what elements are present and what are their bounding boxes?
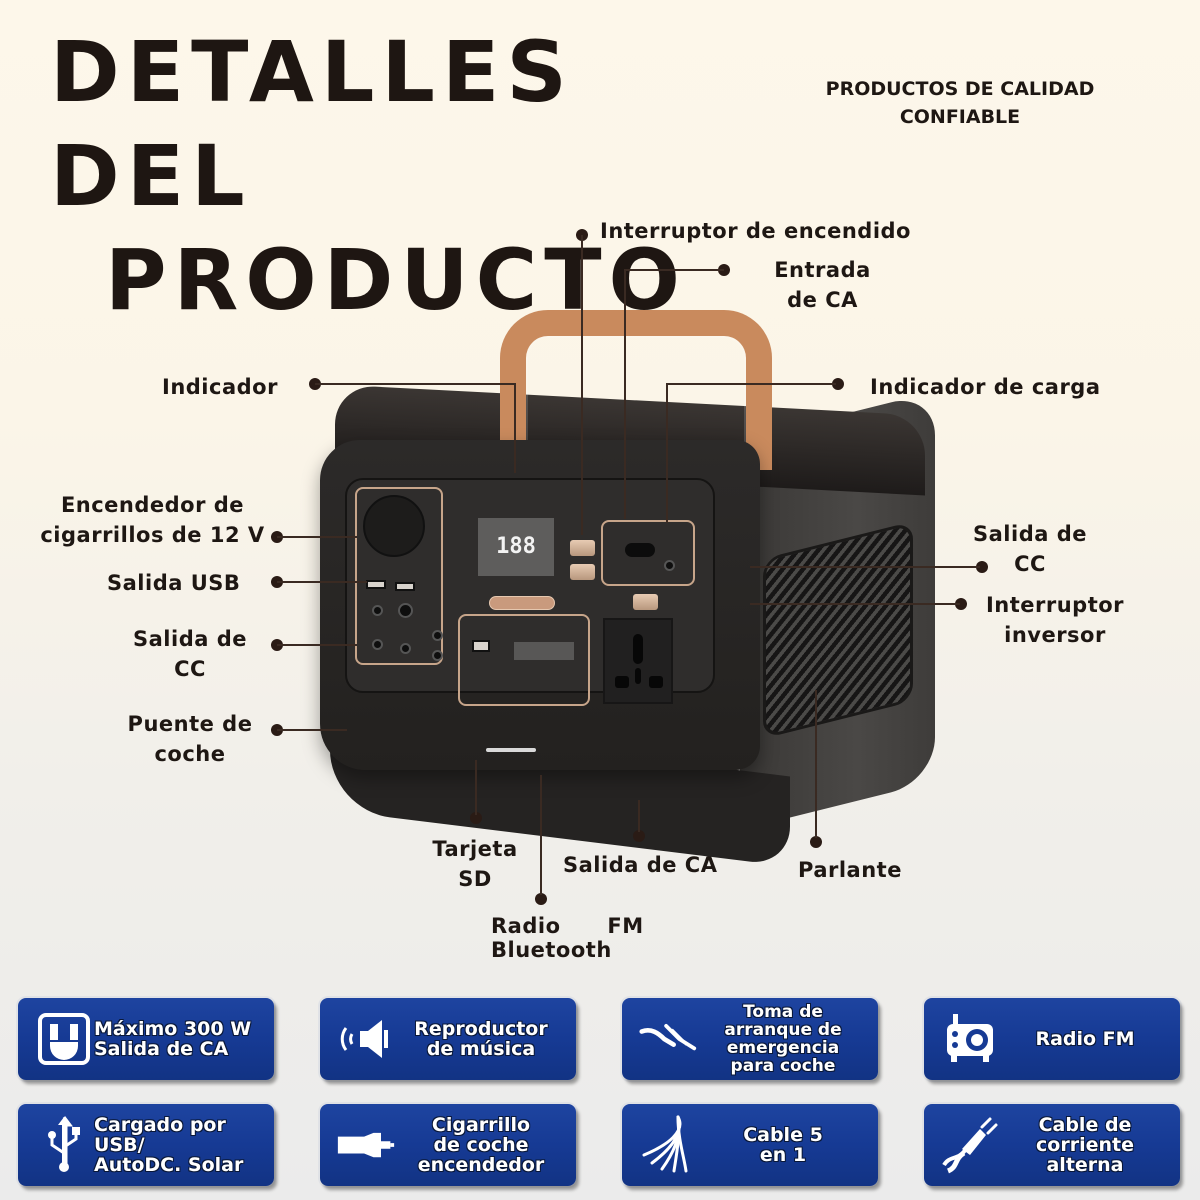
label-ac-output: Salida de CA [563, 853, 718, 877]
left-port-frame [355, 487, 443, 665]
label-sd-card: Tarjeta SD [432, 837, 518, 891]
display-button [570, 564, 595, 580]
feature-text: Toma de arranque de emergencia para coch… [724, 1002, 842, 1076]
title-line-1: DETALLES DEL [50, 23, 574, 225]
label-power-switch: Interruptor de encendido [600, 219, 911, 243]
multi-cable-icon [638, 1115, 698, 1175]
speaker-icon [336, 1009, 396, 1069]
power-button [570, 540, 595, 556]
feature-text: Cable de corriente alterna [1036, 1114, 1134, 1176]
feature-badge-5in1-cable: Cable 5 en 1 [622, 1104, 878, 1186]
power-cord-icon [940, 1115, 1000, 1175]
dc-port-1 [372, 605, 383, 616]
radio-usb-port [472, 640, 490, 652]
subtitle: PRODUCTOS DE CALIDAD CONFIABLE [800, 75, 1120, 131]
feature-badge-jump-starter: Toma de arranque de emergencia para coch… [622, 998, 878, 1080]
charge-input-port [664, 560, 675, 571]
dc-port-2 [398, 603, 413, 618]
ac-outlet-icon [34, 1009, 94, 1069]
feature-badge-ac-power-cord: Cable de corriente alterna [924, 1104, 1180, 1186]
feature-text: Máximo 300 W Salida de CA [94, 1018, 252, 1060]
usb-port-1 [366, 580, 386, 589]
subtitle-line-1: PRODUCTOS DE CALIDAD [825, 78, 1095, 100]
label-dc-output-right: Salida de CC [973, 522, 1087, 576]
lcd-display: 188 [478, 518, 554, 576]
feature-badge-car-charger: Cigarrillo de coche encendedor [320, 1104, 576, 1186]
feature-text: Cable 5 en 1 [743, 1124, 823, 1166]
dc-port-4 [400, 643, 411, 654]
feature-text: Cigarrillo de coche encendedor [417, 1114, 545, 1176]
label-jump-starter: Puente de coche [127, 712, 253, 766]
label-speaker: Parlante [798, 858, 902, 882]
brand-plate [489, 596, 555, 610]
label-usb-output: Salida USB [107, 571, 241, 595]
feature-text: Reproductor de música [414, 1018, 548, 1060]
radio-icon [940, 1009, 1000, 1069]
inverter-button [633, 594, 658, 610]
feature-badge-ac-output: Máximo 300 W Salida de CA [18, 998, 274, 1080]
dc-port-3 [372, 639, 383, 650]
feature-badge-fm-radio: Radio FM [924, 998, 1180, 1080]
car-charger-icon [336, 1115, 396, 1175]
usb-port-2 [395, 582, 415, 591]
feature-text: Radio FM [1035, 1028, 1135, 1050]
sd-card-slot [486, 748, 536, 752]
label-inverter-switch: Interruptor inversor [985, 593, 1125, 647]
label-ac-input: Entrada de CA [774, 258, 871, 312]
label-indicator: Indicador [162, 375, 278, 399]
label-charge-indicator: Indicador de carga [870, 375, 1101, 399]
label-dc-output-left: Salida de CC [133, 627, 247, 681]
label-radio-bluetooth: Radio FM Bluetooth [491, 914, 644, 962]
usb-icon [34, 1115, 94, 1175]
ac-input-port [625, 543, 655, 557]
feature-badge-music-player: Reproductor de música [320, 998, 576, 1080]
label-cigarette-lighter: Encendedor de cigarrillos de 12 V [40, 493, 265, 547]
jump-port-2 [432, 650, 443, 661]
feature-text: Cargado por USB/ AutoDC. Solar [94, 1114, 244, 1176]
ac-input-frame [601, 520, 695, 586]
feature-badge-usb-charging: Cargado por USB/ AutoDC. Solar [18, 1104, 274, 1186]
cigarette-lighter-socket [363, 495, 425, 557]
ac-outlet [603, 618, 673, 704]
radio-keys [514, 642, 574, 660]
page-title: DETALLES DEL PRODUCTO [50, 20, 750, 332]
subtitle-line-2: CONFIABLE [899, 106, 1021, 128]
jump-port-1 [432, 630, 443, 641]
speaker-grille [763, 521, 913, 739]
jumper-cable-icon [638, 1009, 698, 1069]
radio-frame [458, 614, 590, 706]
